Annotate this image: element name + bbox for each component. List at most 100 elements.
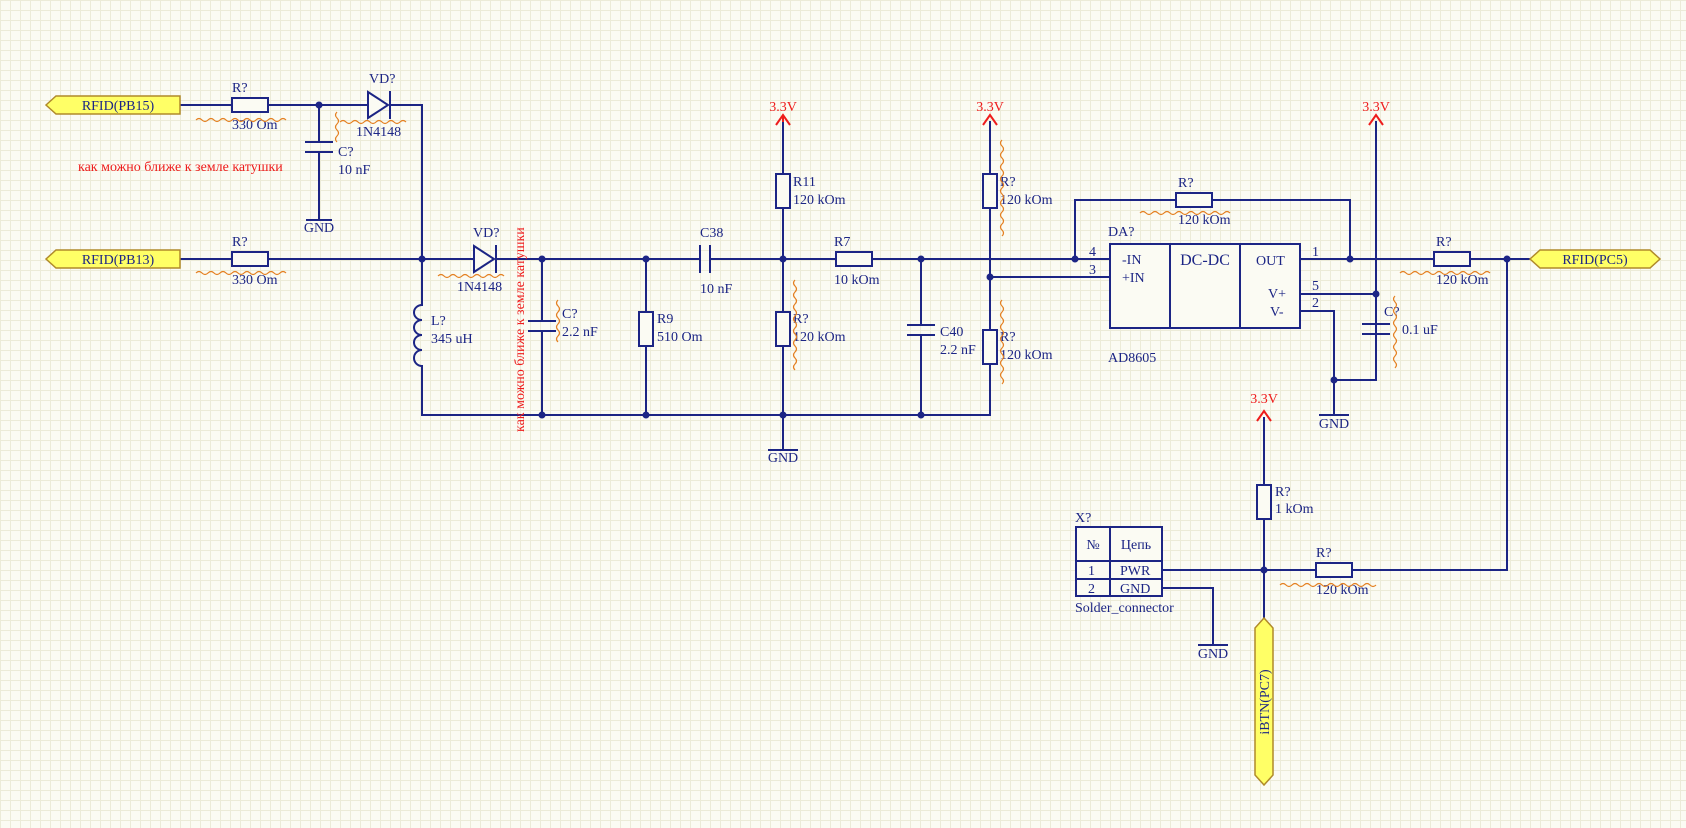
resistor-value: 120 kOm [1178,213,1231,228]
power-3v3-r11: 3.3V [769,100,797,126]
capacitor-c40: C40 2.2 nF [907,324,976,358]
dcdc-block: DA? -IN +IN DC-DC OUT V+ V- 4 3 1 5 2 AD… [1089,225,1319,366]
resistor-ref: R? [232,235,248,250]
capacitor-c-2n2: C? 2.2 nF [528,299,598,343]
resistor-r-1k: R? 1 kOm [1256,484,1314,520]
capacitor-value: 0.1 uF [1402,323,1438,338]
power-3v3-label: 3.3V [1362,100,1390,115]
dcdc-pin-in-neg: -IN [1122,253,1141,268]
power-3v3-label: 3.3V [1250,392,1278,407]
dcdc-pin-number: 3 [1089,263,1096,278]
resistor-value: 1 kOm [1275,502,1314,517]
resistor-ref: R? [1316,546,1332,561]
dcdc-pin-vm: V- [1270,305,1284,320]
resistor-r-output: R? 120 kOm [1399,235,1491,288]
capacitor-c-top: C? 10 nF [305,111,371,178]
junctions [315,101,1511,574]
note-near-coil-ground: как можно ближе к земле катушки [78,160,283,175]
port-rfid-pc5: RFID(PC5) [1528,249,1662,269]
dcdc-pin-out: OUT [1256,254,1285,269]
resistor-value: 120 kOm [793,193,846,208]
ground-label: GND [1319,417,1349,432]
resistor-ref: R? [1436,235,1452,250]
connector-header-net: Цепь [1121,538,1151,553]
resistor-value: 120 kOm [1000,193,1053,208]
resistor-r-pb15: R? 330 Om [195,81,287,133]
dcdc-pin-number: 4 [1089,245,1096,260]
resistor-value: 510 Om [657,330,703,345]
port-rfid-pb15: RFID(PB15) [44,95,181,115]
resistor-ref: R9 [657,312,673,327]
power-3v3-label: 3.3V [769,100,797,115]
connector-row-net: PWR [1120,564,1151,579]
resistor-value: 120 kOm [1000,348,1053,363]
resistor-value: 330 Om [232,273,278,288]
port-rfid-pb13-label: RFID(PB13) [82,253,155,268]
resistor-r7: R7 10 kOm [834,235,880,288]
inductor-l1: L? 345 uH [413,304,473,367]
resistor-ref: R7 [834,235,850,250]
capacitor-ref: C? [338,145,354,160]
dcdc-pin-number: 1 [1312,245,1319,260]
ground-label: GND [1198,647,1228,662]
power-3v3-button: 3.3V [1250,392,1278,422]
capacitor-value: 10 nF [338,163,371,178]
resistor-ref: R? [232,81,248,96]
diode-ref: VD? [369,72,395,87]
power-3v3-opamp: 3.3V [1362,100,1390,126]
resistor-r-button: R? 120 kOm [1279,546,1377,598]
connector-header-num: № [1086,538,1099,553]
ground-connector: GND [1198,644,1228,662]
capacitor-value: 10 nF [700,282,733,297]
port-ibtn-pc7: iBTN(PC7) [1254,616,1274,787]
note-near-coil-ground-vertical: как можно ближе к земле катушки [513,227,528,432]
resistor-value: 10 kOm [834,273,880,288]
connector-row-num: 2 [1088,582,1095,597]
capacitor-ref: C38 [700,226,723,241]
capacitor-value: 2.2 nF [940,343,976,358]
dcdc-pin-number: 5 [1312,279,1319,294]
resistor-ref: R? [1275,485,1291,500]
dcdc-pin-number: 2 [1312,296,1319,311]
connector-part: Solder_connector [1075,601,1174,616]
connector-row-net: GND [1120,582,1150,597]
dcdc-name: DC-DC [1180,252,1230,269]
ground-opamp: GND [1319,414,1349,432]
wires [179,104,1531,646]
diode-vd-top: VD? 1N4148 [339,72,407,140]
resistor-r-divider-top: R? 120 kOm [982,139,1053,237]
capacitor-ref: C? [1384,305,1400,320]
inductor-value: 345 uH [431,332,473,347]
resistor-r11: R11 120 kOm [775,173,846,209]
dcdc-part: AD8605 [1108,351,1156,366]
dcdc-ref: DA? [1108,225,1134,240]
power-3v3-label: 3.3V [976,100,1004,115]
resistor-value: 120 kOm [1436,273,1489,288]
dcdc-pin-vp: V+ [1268,287,1286,302]
capacitor-value: 2.2 nF [562,325,598,340]
solder-connector: X? № Цепь 1 PWR 2 GND Solder_connector [1075,511,1174,616]
ground-c-top: GND [304,219,334,236]
inductor-ref: L? [431,314,446,329]
resistor-r-divider-bottom: R? 120 kOm [982,299,1053,385]
capacitor-ref: C? [562,307,578,322]
resistor-ref: R11 [793,175,816,190]
power-3v3-divider: 3.3V [976,100,1004,126]
dcdc-pin-in-pos: +IN [1122,271,1145,286]
resistor-r-pb13: R? 330 Om [195,235,287,288]
resistor-r-feedback: R? 120 kOm [1139,176,1231,228]
resistor-r-bottom: R? 120 kOm [775,279,846,371]
capacitor-ref: C40 [940,325,963,340]
resistor-value: 120 kOm [793,330,846,345]
connector-ref: X? [1075,511,1091,526]
diode-vd-mid: VD? 1N4148 [437,226,505,295]
resistor-value: 120 kOm [1316,583,1369,598]
resistor-r9: R9 510 Om [638,311,703,347]
resistor-ref: R? [1178,176,1194,191]
diode-ref: VD? [473,226,499,241]
connector-row-num: 1 [1088,564,1095,579]
resistor-ref: R? [793,312,809,327]
ground-label: GND [768,451,798,466]
port-rfid-pb15-label: RFID(PB15) [82,99,155,114]
